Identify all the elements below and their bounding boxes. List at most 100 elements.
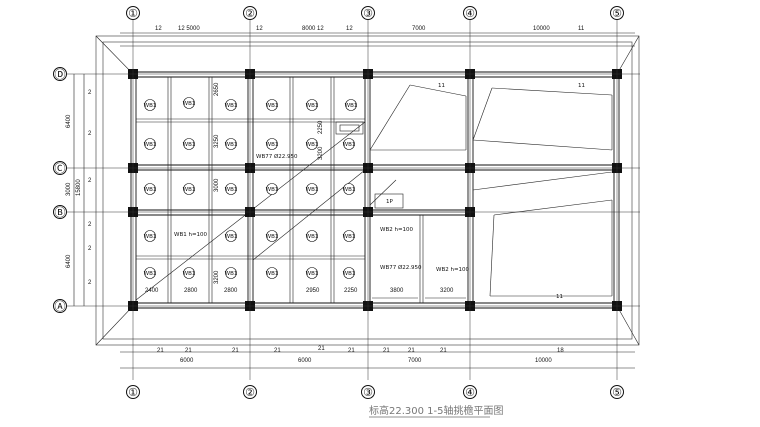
- slab-note: WB2 h=100: [436, 267, 470, 273]
- axis-bubble: [53, 67, 67, 81]
- slab-tag-label: WB1: [343, 271, 356, 277]
- misc-labels: 1P 11 11 11: [386, 83, 585, 300]
- slab-tag: [225, 99, 237, 111]
- vertical-dimension-labels: 2650 3250 3000 3200 3200 2250: [214, 82, 324, 284]
- slab-tag: [183, 138, 195, 150]
- axis-bubble: [53, 161, 67, 175]
- slab-tag: [144, 138, 156, 150]
- slab-tag: [343, 183, 355, 195]
- slab-tag: [343, 138, 355, 150]
- slab-tag: [144, 267, 156, 279]
- slab-tag: [306, 230, 318, 242]
- dim-label: 8000 12: [302, 26, 324, 32]
- axis-label: ④: [465, 387, 475, 399]
- dim-label: 6400: [66, 114, 72, 128]
- dim-label: 21: [232, 348, 239, 354]
- dim-label: 2650: [214, 82, 220, 96]
- dim-label: 15800: [76, 179, 82, 196]
- main-beams: [130, 71, 620, 309]
- axis-label: ①: [128, 387, 138, 399]
- dim-label: 3200: [214, 270, 220, 284]
- slab-tag-label: WB1: [183, 271, 196, 277]
- slab-tag: [266, 267, 278, 279]
- dim-label: 2: [88, 178, 92, 184]
- slab-notes: WB1 h=100 WB2 h=100 WB2 h=100 WB77 Ø22.9…: [174, 153, 470, 273]
- axis-label: Ⓑ: [55, 206, 66, 219]
- axis-label: ②: [245, 387, 255, 399]
- slab-tag-label: WB1: [183, 142, 196, 148]
- misc-label: 11: [578, 83, 585, 89]
- dim-label: 21: [383, 348, 390, 354]
- dim-label: 21: [157, 348, 164, 354]
- slab-tag-label: WB1: [306, 234, 319, 240]
- slab-tag-label: WB1: [144, 142, 157, 148]
- slab-tag-label: WB1: [144, 187, 157, 193]
- slab-tag-label: WB1: [266, 103, 279, 109]
- dim-label: 3000: [66, 182, 72, 196]
- slab-tag: [266, 183, 278, 195]
- slab-tag-label: WB1: [144, 103, 157, 109]
- dim-label: 3200: [440, 288, 454, 294]
- slab-tag-label: WB1: [343, 234, 356, 240]
- slab-tag-label: WB1: [225, 234, 238, 240]
- slab-tag-label: WB1: [266, 142, 279, 148]
- columns: [128, 69, 622, 311]
- dim-label: 2250: [344, 288, 358, 294]
- span-label: 6000: [180, 358, 194, 364]
- slab-tag: [183, 97, 195, 109]
- slab-tag: [306, 138, 318, 150]
- slab-tag: [343, 267, 355, 279]
- axis-label: ⑤: [612, 8, 622, 20]
- slab-note: WB77 Ø22.950: [256, 153, 298, 160]
- slab-tag: [266, 99, 278, 111]
- slab-tag-label: WB1: [266, 187, 279, 193]
- slab-note: WB1 h=100: [174, 232, 208, 238]
- corner-line: [95, 35, 134, 75]
- slab-tag: [345, 99, 357, 111]
- slab-tag: [306, 99, 318, 111]
- dim-label: 21: [274, 348, 281, 354]
- opening-box-inner: [339, 124, 360, 132]
- dim-label: 2: [88, 222, 92, 228]
- dim-label: 2: [88, 246, 92, 252]
- bottom-bar-labels: 21 21 21 21 21 21 21 21 21 18 6000 6000 …: [157, 346, 564, 364]
- axis-bubble: [53, 299, 67, 313]
- dim-label: 11: [578, 26, 585, 32]
- slab-tag-label: WB1: [306, 271, 319, 277]
- span-label: 7000: [408, 358, 422, 364]
- slab-tag-label: WB1: [144, 271, 157, 277]
- slab-tag-label: WB1: [306, 103, 319, 109]
- dim-label: 12: [155, 26, 162, 32]
- slab-tag: [225, 138, 237, 150]
- dim-label: 7000: [412, 26, 426, 32]
- axis-bubble: [126, 6, 140, 20]
- dim-label: 18: [557, 348, 564, 354]
- dim-label: 3800: [390, 288, 404, 294]
- dim-label: 6400: [66, 254, 72, 268]
- slab-tag-label: WB1: [183, 187, 196, 193]
- eave-inner-outline: [102, 41, 633, 340]
- slab-tag: [144, 230, 156, 242]
- axis-label: ②: [245, 8, 255, 20]
- dim-label: 2: [88, 131, 92, 137]
- slab-tag: [183, 183, 195, 195]
- slab-tag: [306, 183, 318, 195]
- dim-label: 2800: [224, 288, 238, 294]
- axis-label: Ⓐ: [55, 300, 66, 313]
- corner-line: [616, 305, 640, 346]
- opening-box: [335, 121, 364, 135]
- axis-bubble: [243, 6, 257, 20]
- slab-tag-label: WB1: [144, 234, 157, 240]
- slab-tag-label: WB1: [225, 271, 238, 277]
- slab-tag-label: WB1: [343, 142, 356, 148]
- dim-label: 2: [88, 90, 92, 96]
- eave-outline: [95, 35, 640, 346]
- dim-label: 12 5000: [178, 26, 200, 32]
- dim-label: 2800: [184, 288, 198, 294]
- dim-label: 21: [440, 348, 447, 354]
- dim-label: 12: [346, 26, 353, 32]
- span-label: 10000: [535, 358, 552, 364]
